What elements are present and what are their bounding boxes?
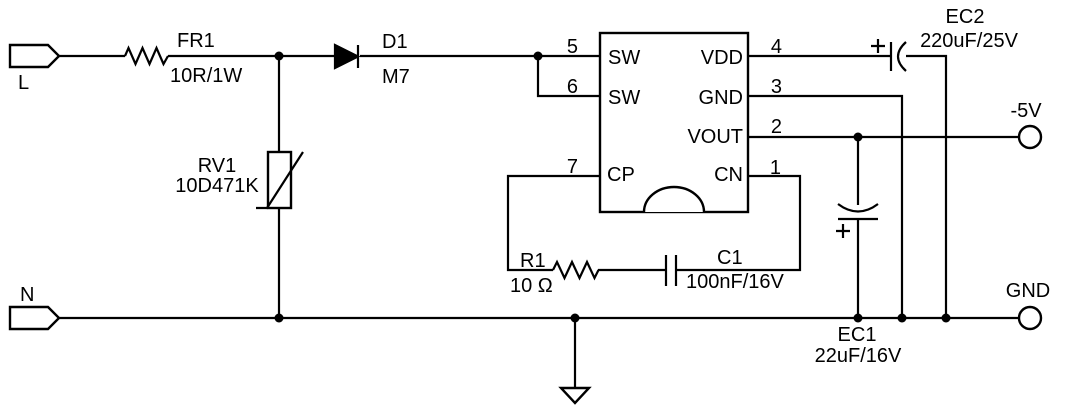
terminal-l-label: L	[18, 72, 29, 94]
ic-converter: 5 6 7 SW SW CP 4 3 2 1 VDD GND VOUT CN	[567, 31, 782, 214]
fr1-ref: FR1	[177, 30, 215, 52]
capacitor-ec2: EC2 220uF/25V	[871, 6, 1019, 72]
ec1-ref: EC1	[838, 324, 877, 346]
ic-pin7-name: CP	[607, 164, 635, 186]
ec2-plate-negative	[896, 41, 907, 72]
c1-value: 100nF/16V	[686, 271, 785, 293]
varistor-rv1: RV1 10D471K	[175, 150, 304, 210]
r1-ref: R1	[520, 250, 546, 272]
terminal-gnd-pad	[1017, 305, 1043, 331]
r1-value: 10 Ω	[510, 275, 553, 297]
rv1-value: 10D471K	[175, 175, 259, 197]
ic-notch-dome	[642, 185, 706, 213]
ec2-value: 220uF/25V	[920, 30, 1019, 52]
ic-pin6-number: 6	[567, 76, 578, 98]
ic-pin3-number: 3	[771, 76, 782, 98]
d1-anode-triangle	[333, 43, 361, 70]
junction-dots	[274, 51, 951, 323]
ic-pin2-number: 2	[771, 116, 782, 138]
junction-n-earth	[570, 313, 580, 323]
r1-zigzag	[552, 259, 600, 281]
capacitor-ec1: EC1 22uF/16V	[815, 203, 902, 367]
ec1-plus-sign	[836, 224, 850, 238]
ic-pin5-number: 5	[567, 36, 578, 58]
junction-n-rv1	[274, 313, 284, 323]
ic-pin2-name: VOUT	[687, 126, 743, 148]
diode-d1: D1 M7	[333, 31, 410, 88]
terminal-minus5v: -5V	[1010, 100, 1043, 150]
wire-pin3-to-nrail	[748, 94, 904, 318]
junction-vout-ec1	[853, 132, 863, 142]
wire-cn-loop-right	[676, 174, 802, 272]
ic-pin7-number: 7	[567, 156, 578, 178]
c1-ref: C1	[717, 247, 743, 269]
ic-pin5-name: SW	[608, 47, 640, 69]
rv1-diagonal	[256, 151, 304, 210]
earth-symbol	[558, 386, 592, 405]
resistor-r1: R1 10 Ω	[510, 250, 600, 297]
ic-pin4-name: VDD	[701, 47, 743, 69]
junction-sw-pins	[533, 51, 543, 61]
ic-pin4-number: 4	[771, 36, 782, 58]
ec1-plate-negative	[837, 203, 879, 213]
d1-ref: D1	[382, 31, 408, 53]
wire-cp-loop-left	[506, 174, 600, 272]
terminal-minus5v-pad	[1017, 124, 1043, 150]
ec1-value: 22uF/16V	[815, 345, 902, 367]
rv1-ref: RV1	[198, 155, 237, 177]
earth-triangle	[558, 386, 592, 405]
wire-ec2-to-nrail	[906, 54, 948, 318]
ec2-plus-sign	[871, 39, 885, 53]
ic-pin1-number: 1	[770, 157, 781, 179]
ic-pin6-name: SW	[608, 87, 640, 109]
ic-pin3-name: GND	[699, 87, 743, 109]
d1-value: M7	[382, 66, 410, 88]
terminal-n-tag	[8, 305, 61, 331]
terminal-minus5v-label: -5V	[1010, 100, 1042, 122]
terminal-gnd: GND	[1006, 280, 1050, 331]
junction-n-pin3	[897, 313, 907, 323]
rv1-body	[266, 150, 293, 210]
junction-n-ec1	[853, 313, 863, 323]
terminal-gnd-label: GND	[1006, 280, 1050, 302]
capacitor-c1: C1 100nF/16V	[664, 247, 785, 293]
terminal-n: N	[8, 284, 61, 331]
ec2-ref: EC2	[946, 6, 985, 28]
terminal-l: L	[8, 43, 61, 94]
resistor-fr1: FR1 10R/1W	[123, 30, 242, 87]
junction-fr1-rv1	[274, 51, 284, 61]
fr1-value: 10R/1W	[170, 65, 242, 87]
junction-n-ec2	[941, 313, 951, 323]
terminal-l-tag	[8, 43, 61, 69]
wire-pin6-branch	[536, 56, 600, 98]
fr1-zigzag	[123, 45, 169, 67]
terminal-n-label: N	[20, 284, 34, 306]
wires	[59, 54, 1019, 388]
ic-pin1-name: CN	[714, 164, 743, 186]
